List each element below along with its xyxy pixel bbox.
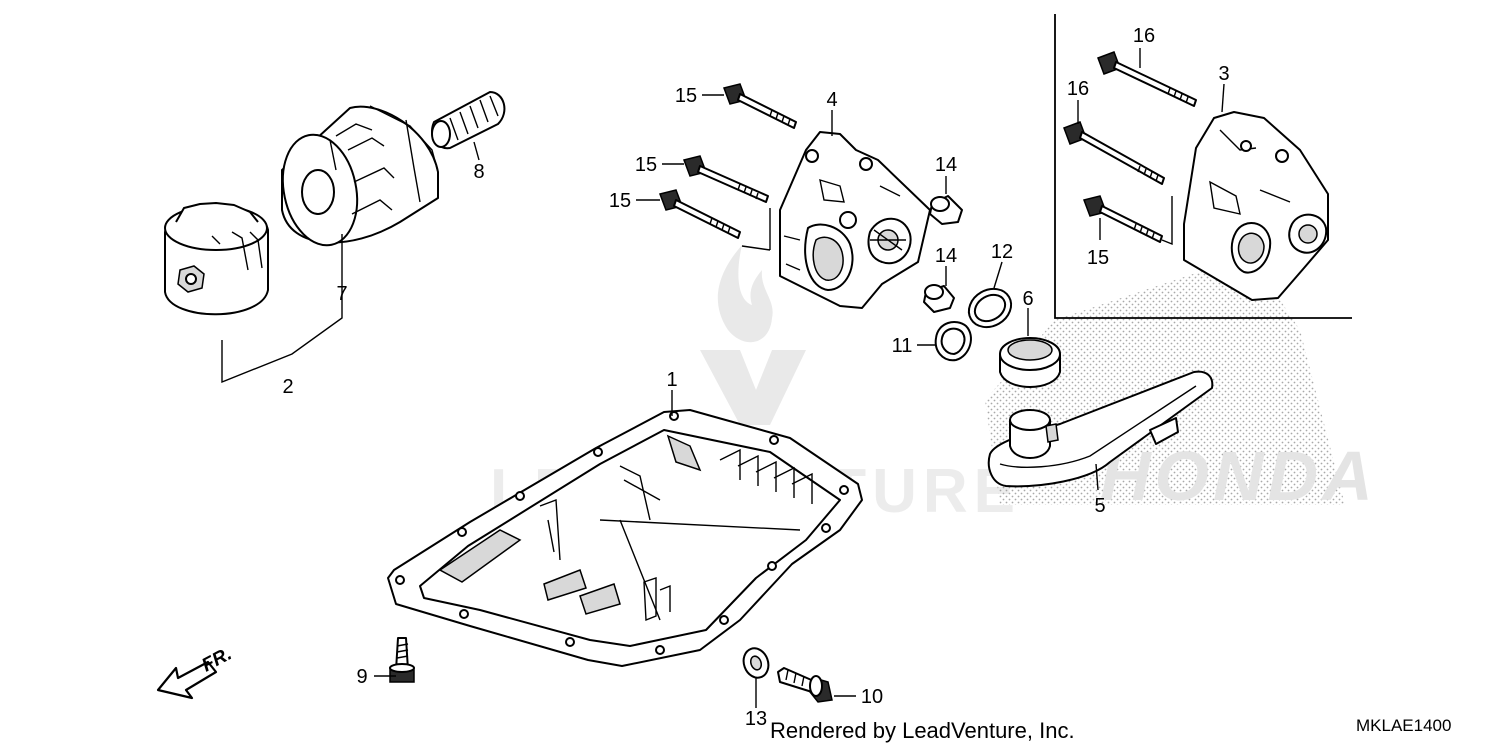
leader-lines <box>221 48 1225 708</box>
callout-13: 13 <box>745 708 767 730</box>
callout-1: 1 <box>666 369 677 391</box>
drain-bolt-10[interactable] <box>777 667 833 703</box>
rendered-by-credit: Rendered by LeadVenture, Inc. <box>770 718 1075 743</box>
callout-7: 7 <box>336 283 347 305</box>
bolt-15-lower[interactable] <box>659 189 741 239</box>
callout-9: 9 <box>356 666 367 688</box>
oil-pump[interactable] <box>779 131 931 309</box>
oil-filter-element[interactable] <box>273 105 439 252</box>
callout-16-b: 16 <box>1067 78 1089 100</box>
callout-5: 5 <box>1094 495 1105 517</box>
oil-filter-cap[interactable] <box>164 202 269 316</box>
bolt-15-inset[interactable] <box>1083 195 1163 243</box>
oil-pan[interactable] <box>387 409 863 667</box>
oil-strainer[interactable] <box>987 370 1214 488</box>
callout-12: 12 <box>991 241 1013 263</box>
dowel-pin-upper[interactable] <box>929 195 963 225</box>
callout-6: 6 <box>1022 288 1033 310</box>
callout-3: 3 <box>1218 63 1229 85</box>
seal-11[interactable] <box>934 321 972 362</box>
oil-pump-alternate[interactable] <box>1183 111 1329 301</box>
bolt-16-lower[interactable] <box>1063 121 1165 185</box>
callout-15-inset: 15 <box>1087 247 1109 269</box>
callout-16-a: 16 <box>1133 25 1155 47</box>
callout-4: 4 <box>826 89 837 111</box>
collar-6[interactable] <box>999 337 1061 388</box>
washer-13[interactable] <box>740 645 773 681</box>
callout-15-c: 15 <box>609 190 631 212</box>
front-direction-arrow: FR. <box>156 644 235 700</box>
callout-labels: 1 2 3 4 5 6 7 8 9 10 11 12 13 14 14 15 1… <box>282 25 1229 730</box>
callout-8: 8 <box>473 161 484 183</box>
callout-11: 11 <box>892 335 913 357</box>
inset-box <box>1054 14 1352 319</box>
bolt-15-middle[interactable] <box>683 155 769 203</box>
callout-15-b: 15 <box>635 154 657 176</box>
callout-15-a: 15 <box>675 85 697 107</box>
diagram-code: MKLAE1400 <box>1356 716 1452 735</box>
oil-filter-stud[interactable] <box>431 91 506 150</box>
o-ring-12[interactable] <box>962 281 1018 334</box>
bolt-15-upper[interactable] <box>723 83 797 129</box>
bolt-9[interactable] <box>389 637 415 683</box>
watermark-maker-text: HONDA <box>1100 437 1377 515</box>
callout-2: 2 <box>282 376 293 398</box>
bolt-16-upper[interactable] <box>1097 51 1197 107</box>
callout-14-upper: 14 <box>935 154 957 176</box>
callout-14-lower: 14 <box>935 245 957 267</box>
callout-10: 10 <box>861 686 883 708</box>
dowel-pin-lower[interactable] <box>923 284 955 313</box>
